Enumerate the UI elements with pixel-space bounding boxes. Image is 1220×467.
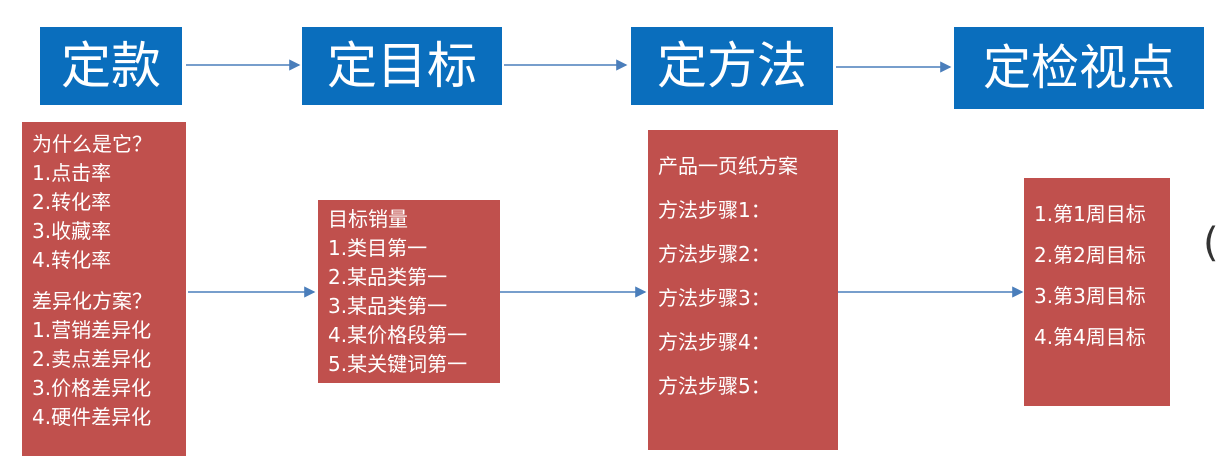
card-checkpoint-item: 3.第3周目标 [1034, 284, 1146, 308]
card-target-item: 2.某品类第一 [328, 265, 448, 289]
card-diff-item: 3.价格差异化 [32, 376, 152, 400]
card-checkpoint-item: 4.第4周目标 [1034, 325, 1146, 349]
card-diff-item: 4.硬件差异化 [32, 405, 152, 429]
card-method-title: 产品一页纸方案 [658, 154, 798, 178]
header-define-target: 定目标 [302, 27, 502, 105]
card-target-item: 4.某价格段第一 [328, 323, 468, 347]
card-target-item: 5.某关键词第一 [328, 352, 468, 376]
card-checkpoint: 1.第1周目标 2.第2周目标 3.第3周目标 4.第4周目标 [1024, 178, 1170, 406]
card-method-step: 方法步骤4： [658, 330, 771, 354]
header-define-checkpoint: 定检视点 [954, 27, 1204, 109]
card-target-item: 3.某品类第一 [328, 294, 448, 318]
header-define-method: 定方法 [631, 27, 833, 105]
card-why-item: 3.收藏率 [32, 219, 112, 243]
card-method: 产品一页纸方案 方法步骤1： 方法步骤2： 方法步骤3： 方法步骤4： 方法步骤… [648, 130, 838, 450]
card-why-question: 为什么是它？ [32, 132, 152, 156]
card-diff-item: 1.营销差异化 [32, 318, 152, 342]
card-method-step: 方法步骤1： [658, 198, 771, 222]
card-method-step: 方法步骤3： [658, 286, 771, 310]
card-why-item: 1.点击率 [32, 161, 112, 185]
card-method-step: 方法步骤2： [658, 242, 771, 266]
card-why: 为什么是它？ 1.点击率 2.转化率 3.收藏率 4.转化率 差异化方案？ 1.… [22, 122, 186, 456]
card-why-item: 4.转化率 [32, 248, 112, 272]
card-checkpoint-item: 1.第1周目标 [1034, 202, 1146, 226]
edge-paren: ( [1203, 220, 1219, 266]
card-why-item: 2.转化率 [32, 190, 112, 214]
header-define-product: 定款 [40, 27, 182, 105]
card-diff-item: 2.卖点差异化 [32, 347, 152, 371]
card-method-step: 方法步骤5： [658, 374, 771, 398]
card-diff-question: 差异化方案？ [32, 289, 152, 313]
card-target: 目标销量 1.类目第一 2.某品类第一 3.某品类第一 4.某价格段第一 5.某… [318, 200, 500, 383]
card-checkpoint-item: 2.第2周目标 [1034, 243, 1146, 267]
card-target-item: 1.类目第一 [328, 236, 428, 260]
card-target-title: 目标销量 [328, 207, 408, 231]
